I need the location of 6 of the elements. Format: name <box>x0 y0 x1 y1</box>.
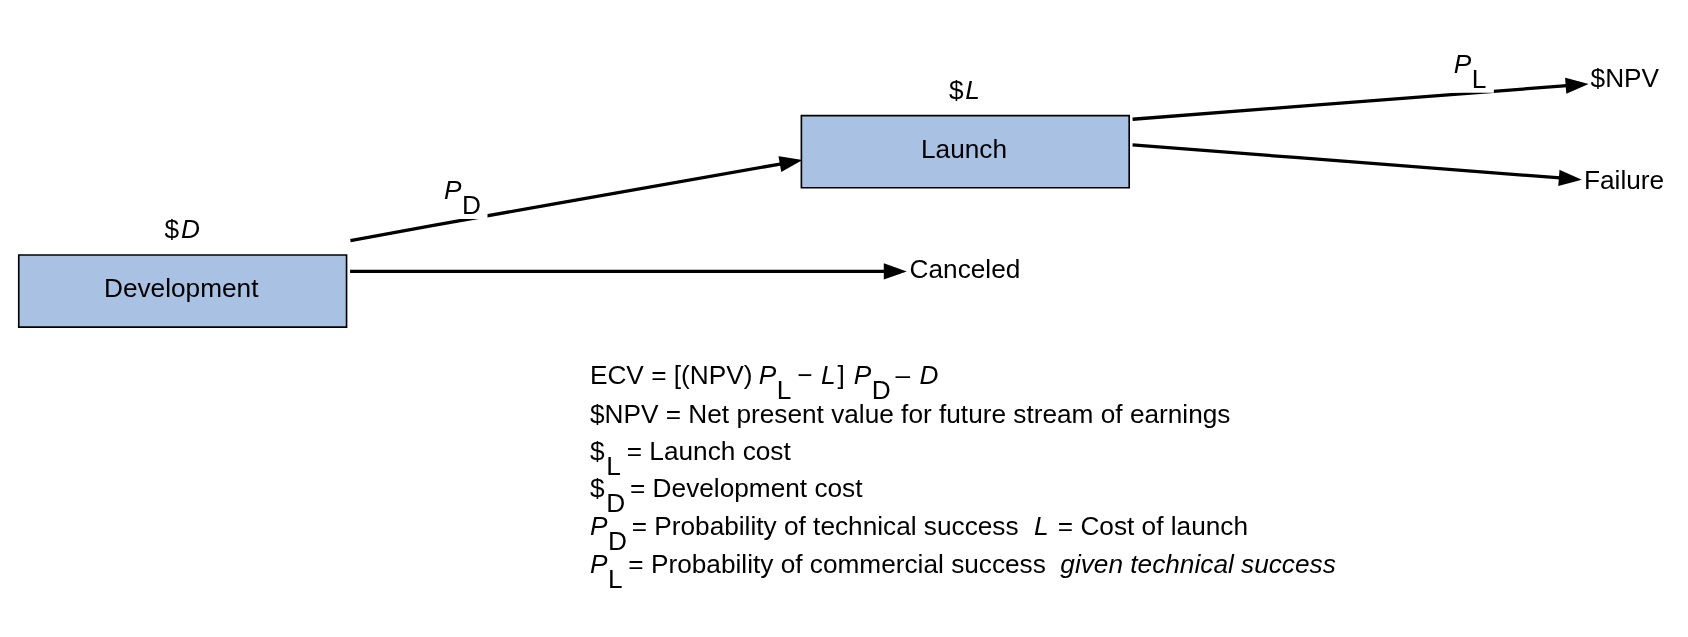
node-text: $NPV <box>1590 63 1660 94</box>
node-text: Failure <box>1584 165 1665 196</box>
label: $NPV = Net present value for future stream of earnings <box>589 399 1231 430</box>
node-label: $L <box>948 74 980 105</box>
node-label: $D <box>164 214 200 245</box>
node-text: Canceled <box>909 253 1021 284</box>
